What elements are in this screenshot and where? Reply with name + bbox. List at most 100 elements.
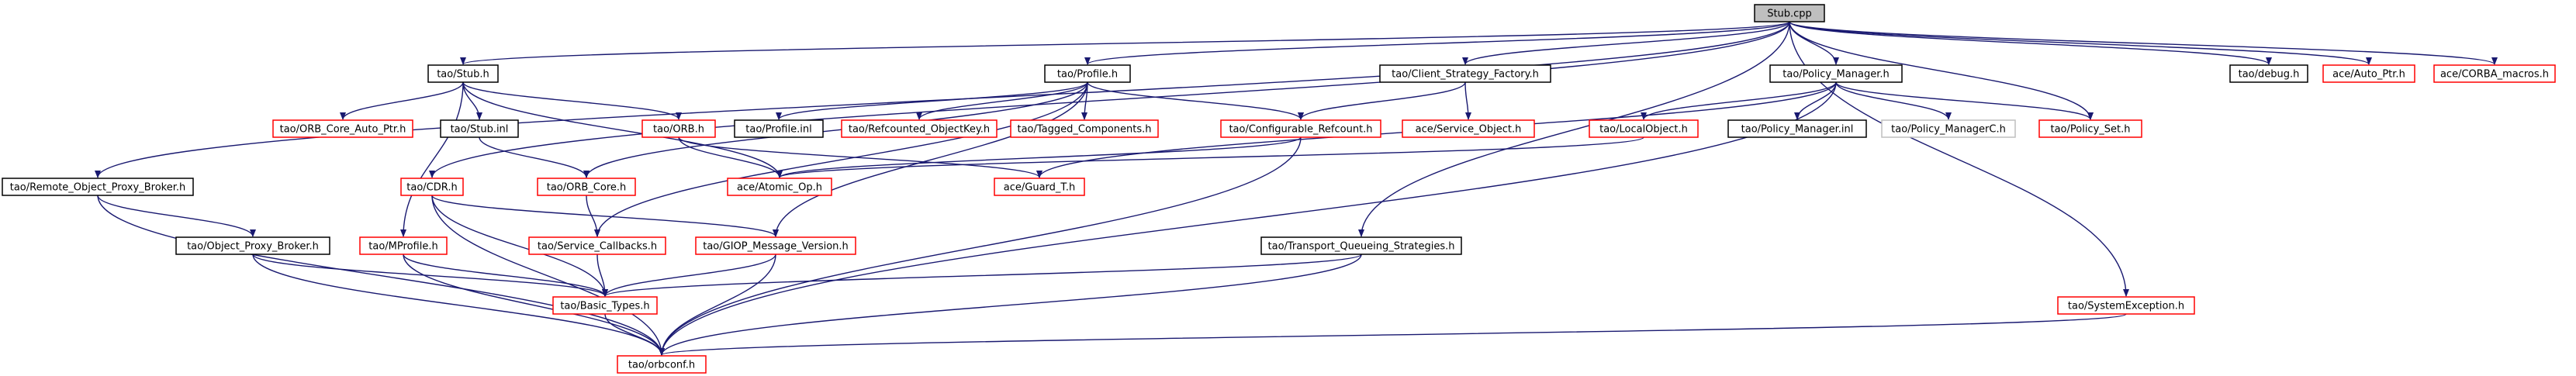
node-ace-atomic-op-h[interactable]: ace/Atomic_Op.h — [727, 178, 832, 196]
edge-tao_stub_h-to-tao_stub_inl — [462, 81, 482, 120]
node-tao-refcounted-objectkey-h[interactable]: tao/Refcounted_ObjectKey.h — [841, 119, 998, 138]
edge-stub_cpp-to-tao_transport_queueing_strategies_h — [1358, 21, 1790, 237]
node-label: tao/CDR.h — [406, 182, 457, 194]
edge-tao_stub_h-to-tao_mprofile_h — [400, 81, 464, 237]
edge-line — [400, 81, 464, 237]
edge-line — [431, 195, 665, 356]
node-box — [1727, 119, 1867, 138]
node-label: tao/MProfile.h — [368, 241, 437, 253]
node-tao-policy-set-h[interactable]: tao/Policy_Set.h — [2038, 119, 2142, 138]
node-box — [727, 178, 832, 196]
node-ace-auto-ptr-h[interactable]: ace/Auto_Ptr.h — [2322, 64, 2415, 83]
edge-line — [916, 81, 1088, 120]
node-box — [2057, 296, 2195, 315]
edge-line — [1464, 81, 1471, 120]
node-tao-localobject-h[interactable]: tao/LocalObject.h — [1589, 119, 1699, 138]
node-tao-cdr-h[interactable]: tao/CDR.h — [400, 178, 464, 196]
edge-line — [1835, 81, 2094, 120]
node-box — [2229, 64, 2308, 83]
node-ace-service-object-h[interactable]: ace/Service_Object.h — [1402, 119, 1535, 138]
node-tao-object-proxy-broker-h[interactable]: tao/Object_Proxy_Broker.h — [175, 236, 330, 255]
edge-line — [773, 81, 1088, 237]
edge-line — [340, 81, 464, 120]
edge-tao_configurable_refcount_h-to-ace_atomic_op_h — [776, 136, 1302, 178]
node-ace-guard-t-h[interactable]: ace/Guard_T.h — [994, 178, 1085, 196]
node-label: tao/Refcounted_ObjectKey.h — [849, 124, 990, 136]
node-tao-policy-manager-h[interactable]: tao/Policy_Manager.h — [1769, 64, 1903, 83]
edge-tao_stub_h-to-tao_orb_h — [462, 81, 682, 120]
edge-tao_stub_inl-to-tao_orb_core_h — [479, 136, 590, 178]
node-tao-transport-queueing-strategies-h[interactable]: tao/Transport_Queueing_Strategies.h — [1260, 236, 1462, 255]
edge-line — [586, 195, 600, 237]
edge-line — [602, 254, 776, 297]
node-box — [617, 355, 707, 374]
node-tao-debug-h[interactable]: tao/debug.h — [2229, 64, 2308, 83]
node-label: tao/Client_Strategy_Factory.h — [1392, 69, 1539, 81]
node-tao-orb-core-h[interactable]: tao/ORB_Core.h — [537, 178, 636, 196]
edge-line — [431, 195, 779, 237]
node-label: tao/Remote_Object_Proxy_Broker.h — [10, 182, 186, 194]
edge-line — [776, 81, 1088, 120]
edge-stub_cpp-to-ace_auto_ptr_h — [1789, 21, 2372, 65]
node-tao-policy-manager-inl[interactable]: tao/Policy_Manager.inl — [1727, 119, 1867, 138]
edge-tao_profile_h-to-tao_profile_inl — [776, 81, 1088, 120]
node-tao-remote-object-proxy-broker-h[interactable]: tao/Remote_Object_Proxy_Broker.h — [2, 178, 194, 196]
edge-tao_cdr_h-to-tao_giop_message_version_h — [431, 195, 779, 237]
node-tao-stub-h[interactable]: tao/Stub.h — [427, 64, 499, 83]
edge-line — [252, 254, 608, 297]
edge-line — [95, 21, 1790, 178]
edge-line — [1789, 21, 2498, 65]
node-tao-stub-inl[interactable]: tao/Stub.inl — [440, 119, 519, 138]
node-tao-basic-types-h[interactable]: tao/Basic_Types.h — [552, 296, 658, 315]
node-tao-giop-message-version-h[interactable]: tao/GIOP_Message_Version.h — [695, 236, 856, 255]
node-box — [641, 119, 716, 138]
edge-line — [462, 81, 482, 120]
node-box — [1754, 4, 1825, 22]
edge-stub_cpp-to-tao_systemexception_h — [1789, 21, 2129, 297]
node-tao-service-callbacks-h[interactable]: tao/Service_Callbacks.h — [528, 236, 666, 255]
node-box — [734, 119, 824, 138]
edge-line — [659, 136, 1302, 356]
node-label: ace/Service_Object.h — [1416, 124, 1522, 136]
edge-tao_object_proxy_broker_h-to-tao_orbconf_h — [252, 254, 665, 356]
edge-tao_cdr_h-to-tao_basic_types_h — [431, 195, 608, 297]
edge-line — [462, 81, 783, 178]
node-tao-client-strategy-factory-h[interactable]: tao/Client_Strategy_Factory.h — [1379, 64, 1551, 83]
edge-tao_giop_message_version_h-to-tao_orbconf_h — [659, 254, 776, 356]
node-label: tao/GIOP_Message_Version.h — [703, 241, 849, 253]
edge-line — [1298, 81, 1466, 120]
edge-tao_profile_h-to-tao_orb_core_h — [583, 81, 1088, 178]
node-box — [2433, 64, 2556, 83]
node-box — [2038, 119, 2142, 138]
edge-stub_cpp-to-tao_debug_h — [1789, 21, 2272, 65]
edge-tao_localobject_h-to-ace_atomic_op_h — [776, 136, 1644, 178]
edge-tao_cdr_h-to-tao_orbconf_h — [431, 195, 665, 356]
node-tao-profile-h[interactable]: tao/Profile.h — [1044, 64, 1131, 83]
edge-line — [1358, 21, 1790, 237]
node-ace-corba-macros-h[interactable]: ace/CORBA_macros.h — [2433, 64, 2556, 83]
node-tao-configurable-refcount-h[interactable]: tao/Configurable_Refcount.h — [1220, 119, 1381, 138]
node-tao-orb-h[interactable]: tao/ORB.h — [641, 119, 716, 138]
edge-tao_client_strategy_factory_h-to-tao_configurable_refcount_h — [1298, 81, 1466, 120]
edge-stub_cpp-to-tao_cdr_h — [429, 21, 1790, 178]
node-tao-orbconf-h[interactable]: tao/orbconf.h — [617, 355, 707, 374]
node-label: tao/Profile.h — [1057, 69, 1118, 81]
node-tao-mprofile-h[interactable]: tao/MProfile.h — [359, 236, 448, 255]
node-tao-orb-core-auto-ptr-h[interactable]: tao/ORB_Core_Auto_Ptr.h — [272, 119, 413, 138]
edge-tao_orb_h-to-ace_guard_t_h — [678, 136, 1043, 178]
edge-line — [659, 254, 1362, 356]
edge-tao_policy_manager_h-to-tao_policy_manager_inl — [1794, 81, 1837, 120]
node-tao-systemexception-h[interactable]: tao/SystemException.h — [2057, 296, 2195, 315]
node-label: tao/Policy_ManagerC.h — [1891, 124, 2006, 136]
node-tao-profile-inl[interactable]: tao/Profile.inl — [734, 119, 824, 138]
node-box — [841, 119, 998, 138]
node-label: ace/CORBA_macros.h — [2440, 69, 2549, 81]
edge-tao_stub_h-to-ace_atomic_op_h — [462, 81, 783, 178]
node-box — [1589, 119, 1699, 138]
edge-line — [431, 195, 608, 297]
node-box — [537, 178, 636, 196]
edge-line — [403, 254, 665, 356]
edge-stub_cpp-to-tao_policy_set_h — [1789, 21, 2094, 120]
node-tao-tagged-components-h[interactable]: tao/Tagged_Components.h — [1010, 119, 1159, 138]
